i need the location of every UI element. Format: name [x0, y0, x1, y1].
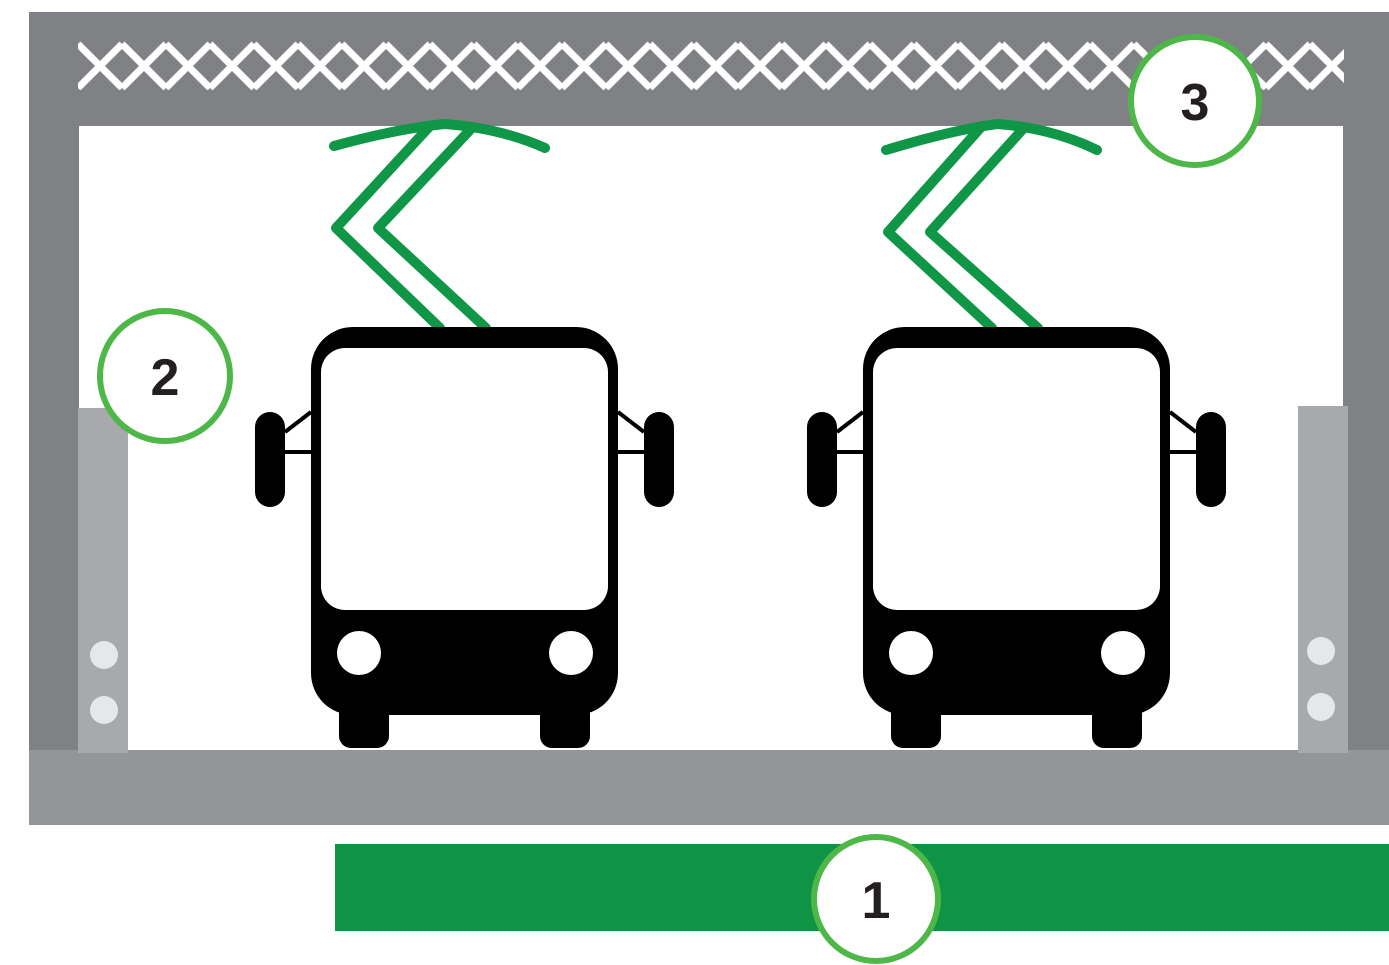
mast-light-icon: [1307, 637, 1335, 665]
marker-1-label: 1: [862, 872, 891, 930]
truss-brace: [515, 41, 565, 90]
truss-brace: [163, 41, 213, 90]
truss-brace: [735, 41, 785, 90]
truss-brace: [999, 41, 1049, 90]
pantograph-icon: [329, 119, 550, 333]
truss-brace: [427, 41, 477, 90]
truss-brace: [1307, 49, 1344, 90]
bus-front-icon: [807, 119, 1226, 748]
truss-brace: [471, 41, 521, 90]
truss-brace: [78, 41, 125, 90]
truss-brace: [911, 41, 961, 90]
truss-brace: [779, 41, 829, 90]
truss-brace: [867, 41, 917, 90]
truss-brace: [647, 41, 697, 90]
truss-brace: [955, 41, 1005, 90]
mast-light-icon: [90, 696, 118, 724]
truss-brace: [603, 41, 653, 90]
charging-mast-right: [1298, 406, 1348, 753]
pantograph-icon: [881, 119, 1102, 333]
marker-1: 1: [811, 834, 941, 964]
truss-brace: [823, 41, 873, 90]
truss-brace: [691, 41, 741, 90]
charging-mast-left: [78, 408, 128, 753]
marker-2: 2: [97, 308, 233, 444]
truss-brace: [1263, 41, 1313, 90]
truss-brace: [559, 41, 609, 90]
marker-3: 3: [1128, 34, 1262, 168]
mast-light-icon: [1307, 693, 1335, 721]
truss-brace: [1043, 41, 1093, 90]
truss-brace: [383, 41, 433, 90]
truss-brace: [1087, 41, 1137, 90]
marker-3-label: 3: [1181, 74, 1210, 132]
truss-brace: [119, 41, 169, 90]
ground-platform: [29, 750, 1389, 825]
marker-2-label: 2: [151, 349, 180, 407]
gantry-right-post: [1343, 12, 1389, 772]
bus-front-icon: [255, 119, 674, 748]
mast-light-icon: [90, 641, 118, 669]
truss-brace: [339, 41, 389, 90]
truss-brace: [295, 41, 345, 90]
truss-brace: [251, 41, 301, 90]
gantry-left-post: [29, 12, 79, 772]
truss-brace: [207, 41, 257, 90]
